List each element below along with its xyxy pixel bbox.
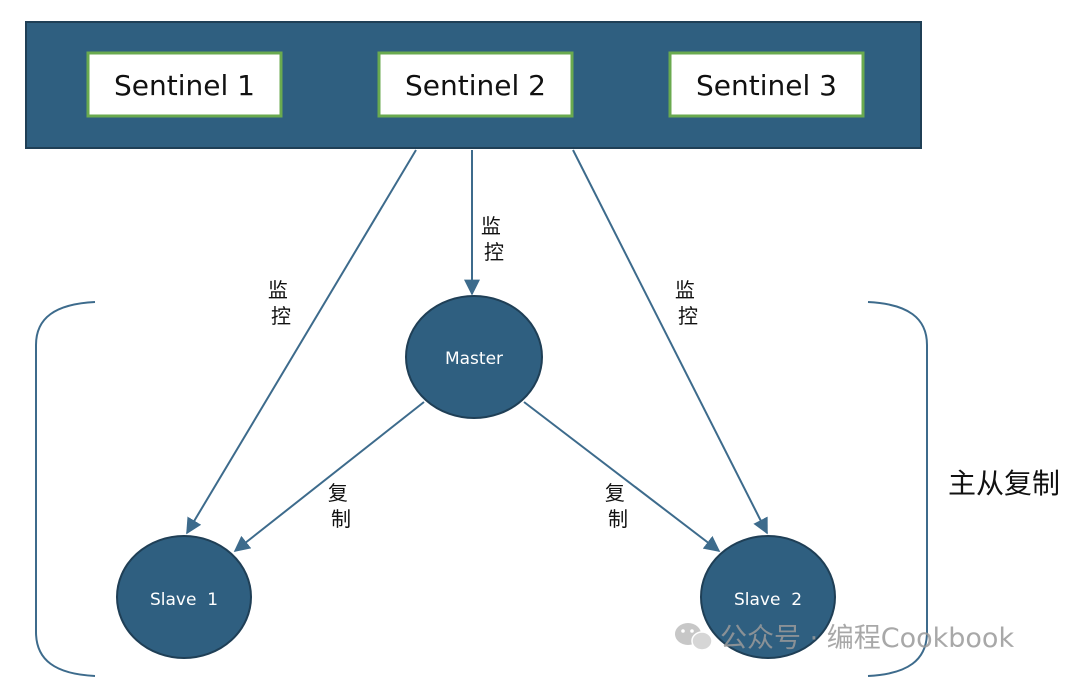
slave-2-node-label: Slave 2 [734, 590, 802, 610]
monitor-arrow-slave2 [572, 149, 768, 535]
monitor-arrow-slave1 [186, 149, 417, 535]
replicate-label-slave2: 复 制 [605, 481, 631, 531]
watermark-text: 公众号 · 编程Cookbook [720, 623, 1014, 654]
monitor-label-slave1: 监 控 [268, 278, 294, 328]
sentinel-1-label: Sentinel 1 [114, 69, 255, 102]
monitor-label-master: 监 控 [481, 214, 507, 264]
replicate-label-slave1: 复 制 [328, 481, 354, 531]
replicate-arrow-slave1 [233, 401, 425, 552]
sentinel-2-box [377, 51, 574, 118]
replication-group-label: 主从复制 [948, 467, 1060, 500]
master-node-label: Master [445, 349, 503, 369]
monitor-label-master-char-1: 监 [481, 214, 501, 238]
sentinel-1-box [86, 51, 283, 118]
left-bracket [35, 301, 96, 677]
sentinel-3-box [668, 51, 865, 118]
slave-1-node-label: Slave 1 [150, 590, 218, 610]
right-bracket [867, 301, 928, 677]
wechat-icon [675, 623, 713, 651]
monitor-label-master-char-2: 控 [484, 240, 504, 264]
replicate-arrow-slave2 [523, 401, 721, 552]
slave-2-node [700, 535, 836, 659]
slave-1-node [116, 535, 252, 659]
monitor-label-slave2: 监 控 [675, 278, 701, 328]
sentinel-3-label: Sentinel 3 [696, 69, 837, 102]
sentinel-2-label: Sentinel 2 [405, 69, 546, 102]
master-node [405, 295, 543, 419]
